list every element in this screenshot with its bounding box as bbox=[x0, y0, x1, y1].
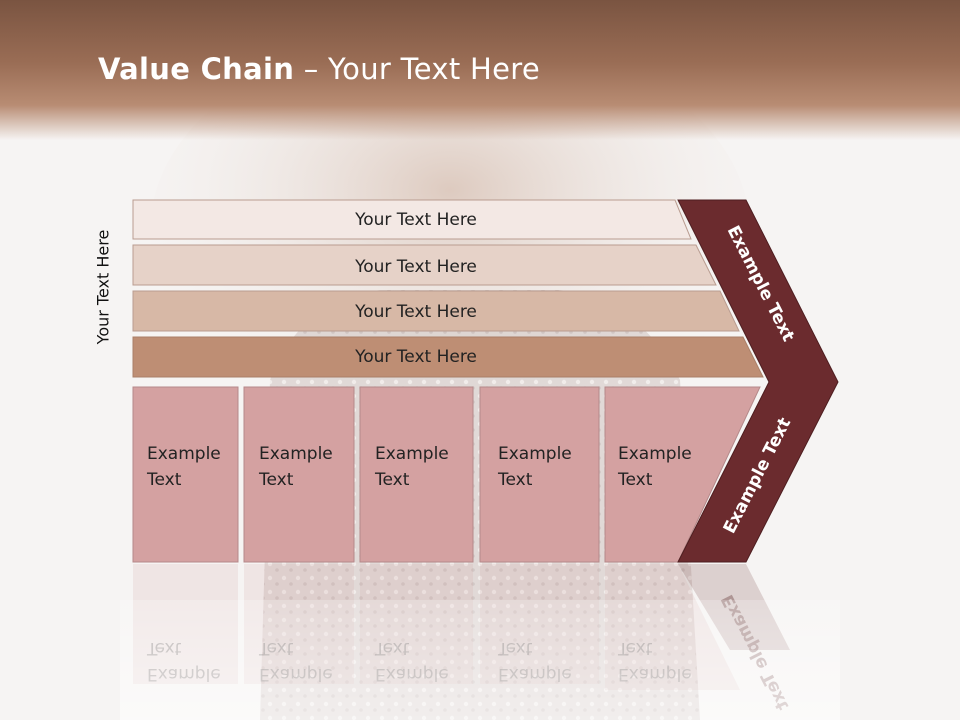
activity-label-2a: Example bbox=[259, 444, 333, 464]
support-bar-label-2: Your Text Here bbox=[354, 257, 477, 277]
margin-arrow bbox=[677, 199, 839, 563]
activity-label-4b: Text bbox=[497, 470, 533, 490]
support-bar-label-3: Your Text Here bbox=[354, 302, 477, 322]
activity-label-3b: Text bbox=[374, 470, 410, 490]
activity-box-2 bbox=[243, 386, 355, 563]
support-bar-label-4: Your Text Here bbox=[354, 347, 477, 367]
activity-label-2b: Text bbox=[258, 470, 294, 490]
activity-label-1a: Example bbox=[147, 444, 221, 464]
activity-label-3a: Example bbox=[375, 444, 449, 464]
title-bold: Value Chain bbox=[98, 52, 295, 86]
activity-box-1 bbox=[132, 386, 239, 563]
activity-label-5b: Text bbox=[617, 470, 653, 490]
activity-label-5a: Example bbox=[618, 444, 692, 464]
title-rest: – Your Text Here bbox=[294, 52, 540, 86]
activity-label-1b: Text bbox=[146, 470, 182, 490]
reflection-fade bbox=[120, 600, 840, 720]
support-bar-2 bbox=[132, 244, 717, 286]
header-band bbox=[0, 0, 960, 140]
support-bar-4 bbox=[132, 336, 764, 378]
support-bar-1 bbox=[132, 199, 692, 240]
support-bar-3 bbox=[132, 290, 740, 332]
slide-title: Value Chain – Your Text Here bbox=[98, 52, 540, 86]
support-bar-label-1: Your Text Here bbox=[354, 210, 477, 230]
activity-box-3 bbox=[359, 386, 474, 563]
activity-label-4a: Example bbox=[498, 444, 572, 464]
activity-box-4 bbox=[479, 386, 600, 563]
